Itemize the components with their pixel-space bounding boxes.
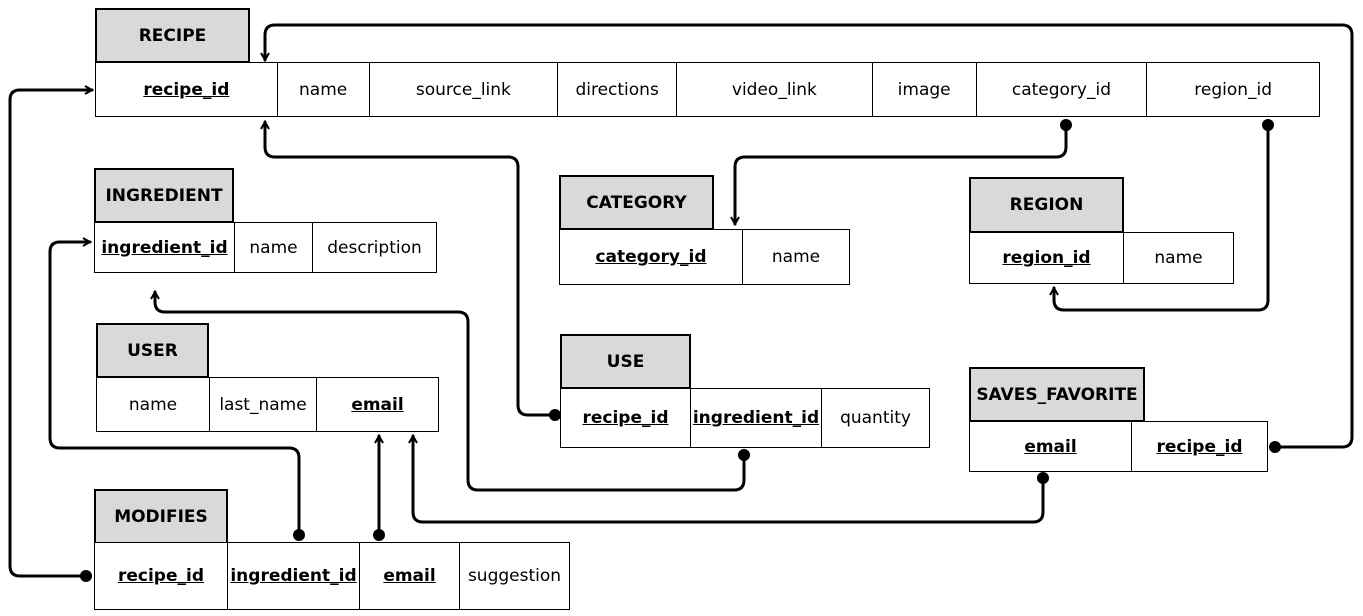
category-entity-title: CATEGORY — [586, 192, 687, 213]
saves-favorite-entity-title: SAVES_FAVORITE — [976, 384, 1138, 405]
modifies-entity-title: MODIFIES — [114, 506, 208, 527]
fk-dot — [549, 409, 561, 421]
link-saves-favorite-user — [413, 436, 1045, 524]
recipe-entity-title: RECIPE — [138, 25, 207, 46]
link-modifies-ingredient — [48, 242, 301, 537]
link-use-ingredient — [155, 292, 746, 492]
use-entity-attributes: recipe_id ingredient_id quantity — [560, 388, 930, 448]
region-entity-title: REGION — [1009, 195, 1084, 215]
fk-dot — [1037, 472, 1049, 484]
fk-dot — [293, 529, 305, 541]
fk-dot — [1060, 119, 1072, 131]
modifies-attr-suggestion: suggestion — [467, 566, 562, 586]
user-entity-header: USER — [96, 323, 209, 378]
saves-favorite-attr-recipe-id: recipe_id — [1156, 436, 1243, 457]
ingredient-entity-title: INGREDIENT — [105, 185, 223, 206]
ingredient-attr-description: description — [327, 237, 422, 258]
modifies-attr-recipe-id: recipe_id — [95, 543, 228, 609]
user-entity-title: USER — [127, 340, 178, 361]
recipe-attr-recipe-id: recipe_id — [96, 63, 278, 116]
modifies-entity-header: MODIFIES — [94, 489, 228, 544]
user-attr-email: email — [351, 394, 404, 415]
saves-favorite-entity-header: SAVES_FAVORITE — [969, 367, 1145, 422]
fk-dot — [373, 529, 385, 541]
recipe-attr-video-link: video_link — [677, 63, 873, 116]
modifies-attr-email: email — [360, 543, 460, 609]
recipe-attr-name: name — [278, 63, 370, 116]
link-saves-favorite-recipe — [265, 23, 1354, 449]
link-recipe-category — [735, 123, 1068, 224]
recipe-attr-category-id: category_id — [977, 63, 1148, 116]
saves-favorite-attr-email: email — [970, 422, 1132, 471]
recipe-attr-source-link: source_link — [370, 63, 559, 116]
fk-dot — [80, 570, 92, 582]
use-entity-header: USE — [560, 334, 691, 389]
recipe-attr-directions: directions — [558, 63, 678, 116]
use-attr-quantity: quantity — [840, 408, 911, 428]
category-attr-name: name — [771, 247, 821, 267]
recipe-attr-image: image — [873, 63, 977, 116]
category-entity-attributes: category_id name — [559, 229, 850, 285]
use-entity-title: USE — [606, 351, 645, 372]
link-use-recipe — [265, 122, 557, 417]
modifies-attr-ingredient-id: ingredient_id — [228, 543, 360, 609]
recipe-entity-attributes: recipe_id name source_link directions vi… — [95, 62, 1320, 117]
use-attr-ingredient-id: ingredient_id — [691, 389, 822, 447]
region-attr-region-id: region_id — [970, 233, 1124, 283]
link-modifies-recipe — [8, 90, 92, 578]
fk-dot — [1262, 119, 1274, 131]
region-attr-name: name — [1154, 248, 1203, 268]
category-entity-header: CATEGORY — [559, 175, 714, 230]
recipe-attr-region-id: region_id — [1194, 79, 1273, 100]
recipe-entity-header: RECIPE — [95, 8, 250, 63]
link-recipe-region — [1054, 123, 1270, 312]
region-entity-attributes: region_id name — [969, 232, 1234, 284]
region-entity-header: REGION — [969, 177, 1124, 233]
ingredient-entity-header: INGREDIENT — [94, 168, 234, 223]
modifies-entity-attributes: recipe_id ingredient_id email suggestion — [94, 542, 570, 610]
user-entity-attributes: name last_name email — [96, 377, 439, 432]
ingredient-attr-ingredient-id: ingredient_id — [95, 223, 235, 272]
user-attr-name: name — [97, 378, 210, 431]
fk-dot — [1269, 441, 1281, 453]
ingredient-entity-attributes: ingredient_id name description — [94, 222, 437, 273]
user-attr-last-name: last_name — [210, 378, 317, 431]
saves-favorite-entity-attributes: email recipe_id — [969, 421, 1268, 472]
ingredient-attr-name: name — [235, 223, 313, 272]
use-attr-recipe-id: recipe_id — [561, 389, 691, 447]
fk-dot — [738, 449, 750, 461]
category-attr-category-id: category_id — [560, 230, 743, 284]
